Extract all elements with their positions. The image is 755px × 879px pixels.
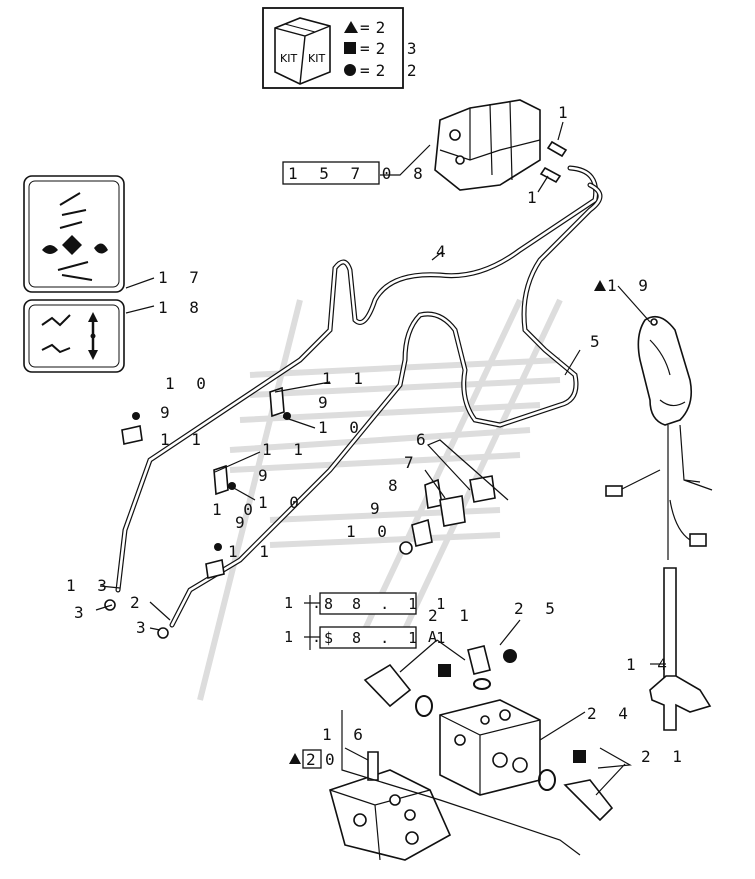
triangle-icon-19 xyxy=(594,280,606,291)
callout-9-b: 9 xyxy=(318,393,334,412)
decal-18 xyxy=(23,299,125,373)
manifold-block xyxy=(439,699,541,796)
kit-legend-triangle-value: =2 xyxy=(360,18,391,37)
callout-6: 6 xyxy=(416,430,432,449)
kit-label-right: KIT xyxy=(308,52,325,65)
ref2-prefix: 1 . xyxy=(284,628,326,646)
control-valve xyxy=(434,99,568,191)
lever xyxy=(649,567,712,731)
square-icon-21 xyxy=(438,664,451,677)
callout-10-c: 1 0 xyxy=(258,493,305,512)
callout-24: 2 4 xyxy=(587,704,634,723)
callout-2: 2 xyxy=(130,593,146,612)
callout-8: 8 xyxy=(388,476,404,495)
callout-21-b: 2 1 xyxy=(641,747,688,766)
ref2-suffix: A xyxy=(428,628,442,646)
callout-3-b: 3 xyxy=(136,618,152,637)
circle-icon-25 xyxy=(503,649,517,663)
ref2-box: $ 8 . 1 1 xyxy=(324,629,450,647)
ref1-prefix: 1 . xyxy=(284,594,326,612)
ref1-box: 8 8 . 1 1 xyxy=(324,595,450,613)
callout-18: 1 8 xyxy=(158,298,205,317)
square-icon xyxy=(344,42,356,54)
callout-10-e: 1 0 xyxy=(212,500,259,519)
callout-20-suffix: 0 xyxy=(325,750,341,769)
triangle-icon-20 xyxy=(289,753,301,764)
callout-1-top2: 1 xyxy=(527,188,543,207)
callout-labels: 1 5 7 0 8 1 1 4 5 1 7 1 8 1 9 1 0 9 1 1 … xyxy=(66,103,688,769)
decal-17 xyxy=(23,175,125,293)
clamps xyxy=(104,386,496,639)
callout-11-a: 1 1 xyxy=(160,430,207,449)
valve-section xyxy=(329,751,452,861)
callout-13: 1 3 xyxy=(66,576,113,595)
callout-3-a: 3 xyxy=(74,603,90,622)
triangle-icon xyxy=(344,21,358,33)
callout-9-c: 9 xyxy=(258,466,274,485)
callout-10-d: 1 0 xyxy=(346,522,393,541)
callout-7: 7 xyxy=(404,453,420,472)
callout-9-d: 9 xyxy=(370,499,386,518)
kit-label-left: KIT xyxy=(280,52,297,65)
callout-10-b: 1 0 xyxy=(318,418,365,437)
callout-19: 1 9 xyxy=(607,276,654,295)
circle-icon xyxy=(344,64,356,76)
leader-lines xyxy=(95,121,666,856)
kit-box-icon: KIT KIT xyxy=(274,17,331,85)
callout-15708: 1 5 7 0 8 xyxy=(288,164,429,183)
callout-17: 1 7 xyxy=(158,268,205,287)
callout-20-box: 2 xyxy=(306,750,322,769)
callout-11-d: 1 1 xyxy=(228,542,275,561)
callout-9-e: 9 xyxy=(235,513,251,532)
callout-10-a: 1 0 xyxy=(165,374,212,393)
callout-11-c: 1 1 xyxy=(262,440,309,459)
callout-11-b: 1 1 xyxy=(322,369,369,388)
kit-legend-circle-value: =2 2 xyxy=(360,61,423,80)
callout-21-a: 2 1 xyxy=(428,606,475,625)
callout-9-a: 9 xyxy=(160,403,176,422)
fittings xyxy=(363,645,614,822)
callout-4: 4 xyxy=(436,242,452,261)
joystick-handle xyxy=(605,315,713,560)
kit-legend: KIT KIT =2 =2 3 =2 2 xyxy=(262,7,423,89)
kit-legend-square-value: =2 3 xyxy=(360,39,423,58)
square-icon-21b xyxy=(573,750,586,763)
background-hatching xyxy=(197,298,563,701)
callout-25: 2 5 xyxy=(514,599,561,618)
callout-14: 1 4 xyxy=(626,655,673,674)
callout-5: 5 xyxy=(590,332,606,351)
callout-1-top: 1 xyxy=(558,103,574,122)
hydraulic-lines xyxy=(115,165,603,628)
callout-16: 1 6 xyxy=(322,725,369,744)
